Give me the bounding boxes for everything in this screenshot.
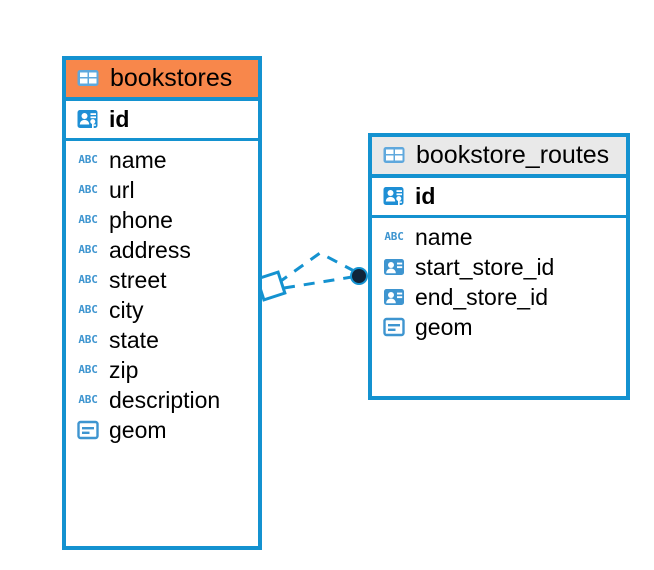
field-label: name [415,223,473,250]
text-abc-icon: ABC [78,153,98,167]
entity-header-bookstores[interactable]: bookstores [66,60,258,102]
field-row[interactable]: ABC name [66,145,258,175]
field-row[interactable]: geom [372,312,626,342]
field-list-bookstore-routes: ABC name start_store_id [372,218,626,347]
field-row[interactable]: start_store_id [372,252,626,282]
relationship-endpoint-circle [350,267,368,285]
foreign-key-icon [381,284,407,310]
field-label: url [109,176,135,203]
text-abc-icon: ABC [384,230,404,244]
field-row[interactable]: ABC street [66,265,258,295]
field-label: name [109,146,167,173]
text-abc-icon: ABC [78,213,98,227]
field-label: geom [109,416,167,443]
field-row[interactable]: ABC address [66,235,258,265]
text-abc-icon: ABC [78,303,98,317]
field-label: zip [109,356,139,383]
text-abc-icon: ABC [78,183,98,197]
field-label: street [109,266,167,293]
field-row[interactable]: ABC description [66,385,258,415]
field-row[interactable]: ABC name [372,222,626,252]
field-row[interactable]: geom [66,415,258,445]
field-row[interactable]: ABC zip [66,355,258,385]
text-abc-icon: ABC [78,333,98,347]
field-row-primary-key[interactable]: id [372,178,626,219]
entity-bookstore-routes[interactable]: bookstore_routes id ABC name [368,133,630,400]
text-abc-icon: ABC [78,393,98,407]
foreign-key-icon [381,254,407,280]
field-list-bookstores: ABC name ABC url ABC phone ABC address A… [66,141,258,450]
field-label: city [109,296,144,323]
geometry-icon [381,314,407,340]
field-row[interactable]: ABC url [66,175,258,205]
primary-key-icon [381,183,407,209]
field-row[interactable]: end_store_id [372,282,626,312]
field-row[interactable]: ABC city [66,295,258,325]
field-label: state [109,326,159,353]
field-label: id [415,182,436,209]
field-label: address [109,236,191,263]
entity-bookstores[interactable]: bookstores id ABC name [62,56,262,550]
field-label: start_store_id [415,253,555,280]
relationship-line-end-store [277,251,357,285]
table-icon [75,65,101,91]
table-icon [381,142,407,168]
field-label: geom [415,313,473,340]
primary-key-icon [75,106,101,132]
field-row[interactable]: ABC state [66,325,258,355]
entity-title: bookstores [110,64,233,92]
entity-header-bookstore-routes[interactable]: bookstore_routes [372,137,626,179]
field-row-primary-key[interactable]: id [66,101,258,142]
relationship-line-start-store [283,275,353,290]
text-abc-icon: ABC [78,273,98,287]
entity-title: bookstore_routes [416,141,610,169]
geometry-icon [75,417,101,443]
field-label: description [109,386,221,413]
field-row[interactable]: ABC phone [66,205,258,235]
field-label: end_store_id [415,283,548,310]
text-abc-icon: ABC [78,363,98,377]
text-abc-icon: ABC [78,243,98,257]
field-label: phone [109,206,173,233]
field-label: id [109,105,130,132]
